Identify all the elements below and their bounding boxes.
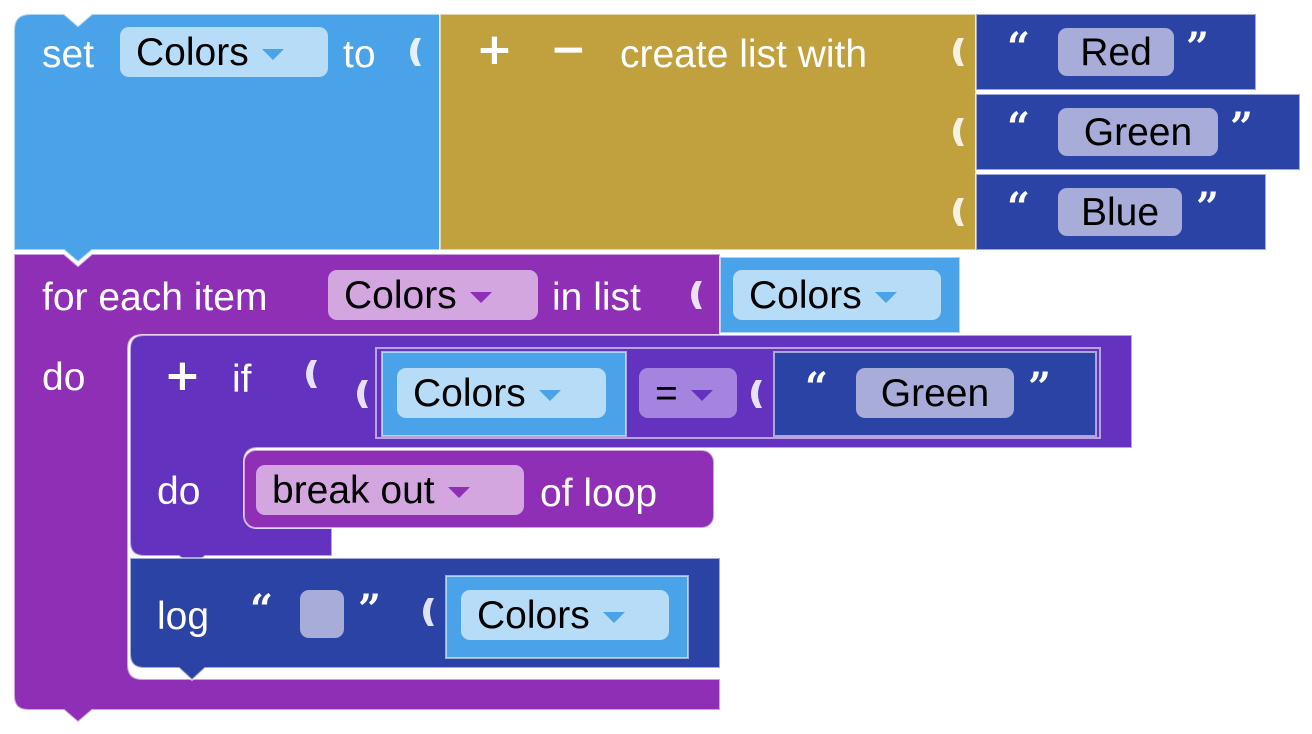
loop-do-label: do	[42, 356, 86, 399]
close-quote-icon: ”	[358, 586, 382, 633]
list-variable-name: Colors	[749, 273, 862, 317]
compare-text-field[interactable]: Green	[856, 368, 1014, 418]
if-label: if	[232, 358, 252, 401]
of-loop-label: of loop	[540, 472, 658, 515]
if-mutator-button[interactable]: +	[164, 350, 201, 401]
in-list-label: in list	[552, 276, 641, 319]
open-quote-icon: “	[1007, 104, 1031, 151]
close-quote-icon: ”	[1230, 104, 1254, 151]
for-each-label: for each item	[42, 276, 268, 319]
loop-variable-name: Colors	[344, 273, 457, 317]
loop-variable-dropdown[interactable]: Colors	[328, 270, 538, 320]
input-connectors	[306, 38, 964, 626]
chevron-down-icon	[874, 291, 897, 303]
log-variable-name: Colors	[477, 593, 590, 637]
text-field-red[interactable]: Red	[1058, 28, 1174, 76]
create-list-block[interactable]	[439, 13, 977, 251]
chevron-down-icon	[447, 486, 470, 498]
log-label: log	[157, 595, 210, 638]
compare-variable-name: Colors	[413, 371, 526, 415]
create-list-label: create list with	[620, 33, 868, 76]
text-field-green[interactable]: Green	[1058, 108, 1218, 156]
chevron-down-icon	[602, 611, 625, 623]
compare-variable-dropdown[interactable]: Colors	[397, 368, 606, 418]
open-quote-icon: “	[1007, 184, 1031, 231]
open-quote-icon: “	[1007, 24, 1031, 71]
chevron-down-icon	[469, 291, 492, 303]
close-quote-icon: ”	[1028, 364, 1052, 411]
add-item-button[interactable]: +	[476, 24, 513, 75]
close-quote-icon: ”	[1186, 24, 1210, 71]
chevron-down-icon	[690, 389, 713, 401]
close-quote-icon: ”	[1196, 184, 1220, 231]
chevron-down-icon	[261, 48, 284, 60]
set-variable-dropdown[interactable]: Colors	[120, 27, 328, 77]
operator-value: =	[655, 371, 678, 415]
open-quote-icon: “	[805, 364, 829, 411]
text-block-green[interactable]	[975, 93, 1301, 171]
text-field-blue[interactable]: Blue	[1058, 188, 1182, 236]
set-variable-block[interactable]	[13, 13, 441, 264]
remove-item-button[interactable]: −	[550, 24, 587, 75]
break-option-dropdown[interactable]: break out	[256, 465, 524, 515]
log-text-field[interactable]	[300, 590, 344, 638]
log-variable-dropdown[interactable]: Colors	[461, 590, 669, 640]
chevron-down-icon	[538, 389, 561, 401]
set-variable-name: Colors	[136, 30, 249, 74]
to-label: to	[343, 33, 376, 76]
open-quote-icon: “	[250, 586, 274, 633]
operator-dropdown[interactable]: =	[639, 368, 737, 418]
set-label: set	[42, 33, 95, 76]
break-option-value: break out	[272, 468, 435, 512]
if-do-label: do	[157, 470, 201, 513]
list-variable-dropdown[interactable]: Colors	[733, 270, 941, 320]
